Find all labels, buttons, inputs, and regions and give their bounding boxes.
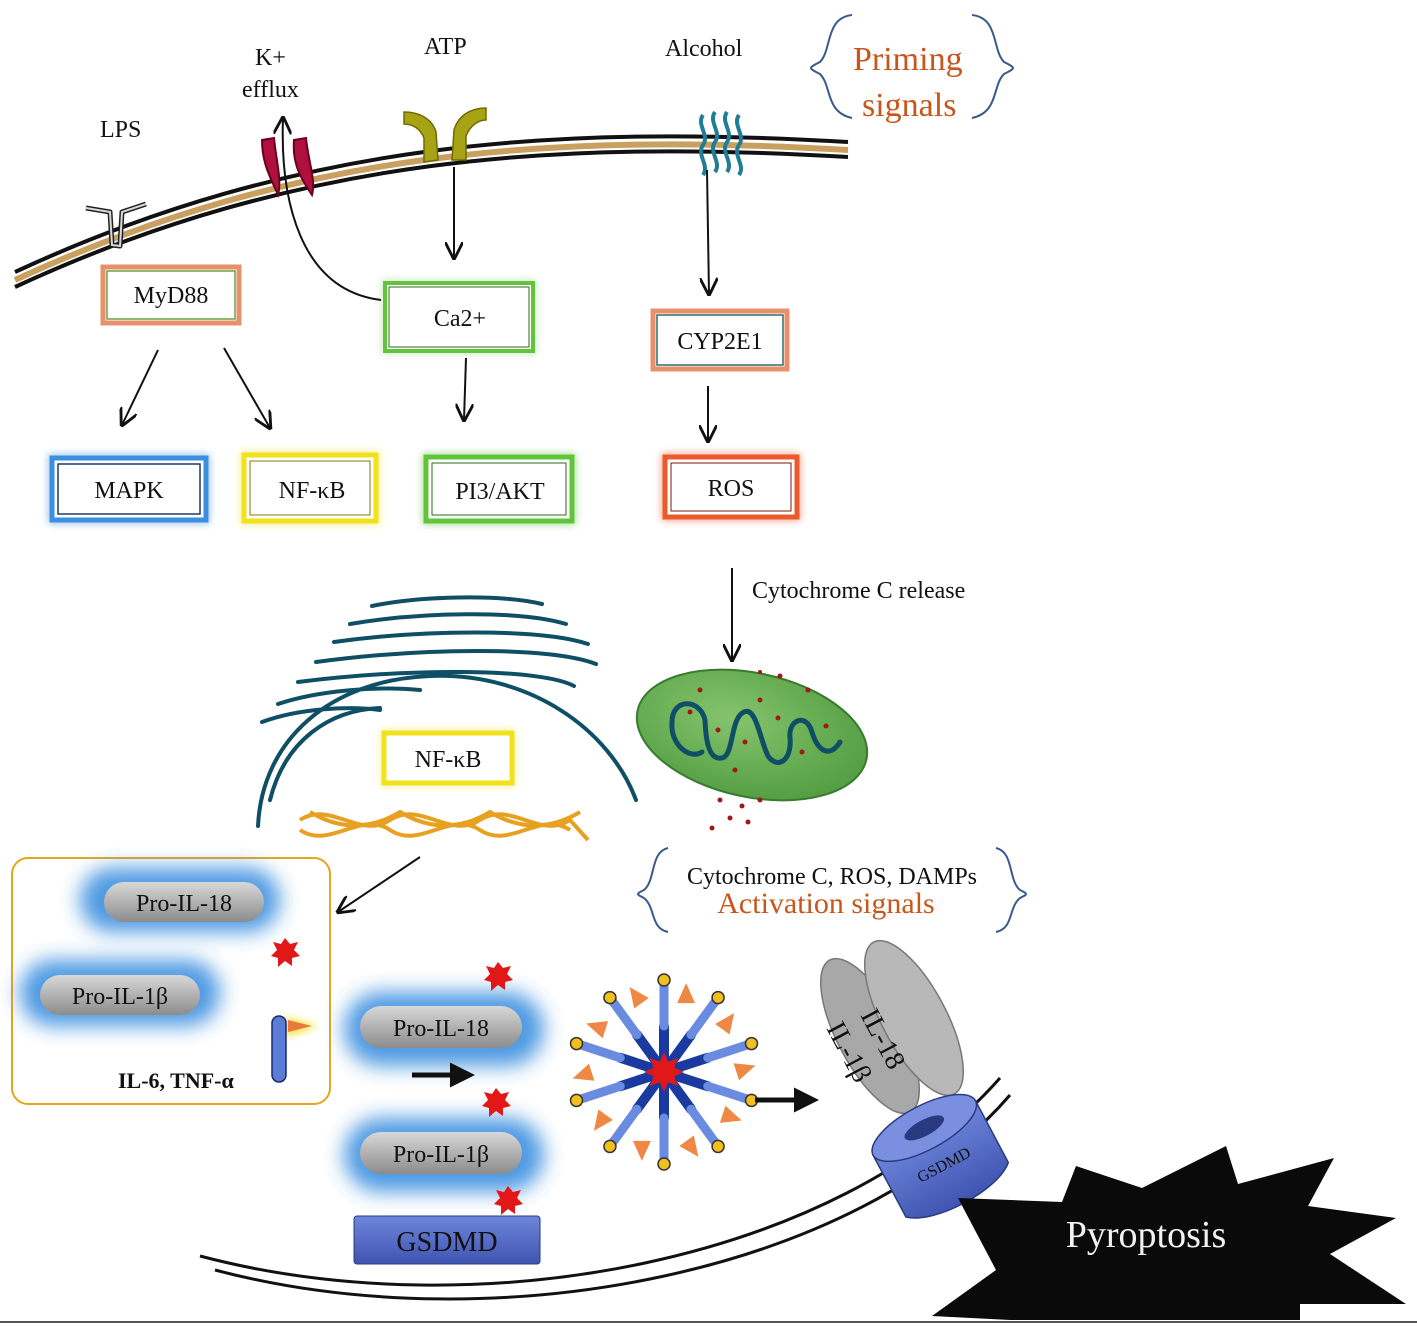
priming-label-line1: Priming (853, 41, 963, 78)
tlr-receptor-icon (85, 201, 147, 249)
pro-cytokine-stack: Pro-IL-18 Pro-IL-1β GSDMD (344, 962, 544, 1265)
atp-label: ATP (424, 34, 467, 60)
inflammasome-knob (603, 990, 617, 1005)
inflammasome-spoke-outer (703, 1081, 756, 1105)
inflammasome-pyd-triangle (719, 1105, 742, 1123)
myd88-label: MyD88 (134, 283, 209, 309)
myd88-box: MyD88 (100, 264, 242, 326)
gsdmd-bar-label: GSDMD (396, 1227, 497, 1258)
inflammasome-pyd-triangle (572, 1063, 595, 1081)
mitochondrion-icon (635, 668, 869, 831)
activation-bottom-label: Activation signals (717, 887, 934, 920)
cytochrome-dots (687, 670, 829, 831)
inflammasome-knob (603, 1139, 617, 1154)
inflammasome-spoke-outer (572, 1081, 625, 1105)
inflammasome-pyd-triangle (593, 1109, 613, 1131)
inflammasome-spoke-outer (686, 1104, 723, 1151)
danger-signal-icon-4 (494, 1186, 523, 1215)
danger-signal-icon (271, 938, 300, 967)
mapk-label: MAPK (94, 478, 164, 504)
activation-top-label: Cytochrome C, ROS, DAMPs (687, 864, 977, 890)
inflammasome-knob (744, 1036, 759, 1051)
pathway-arrows (122, 118, 732, 912)
nfkb-top-label: NF-κB (279, 478, 346, 504)
inflammasome-pyd-triangle (629, 987, 649, 1009)
nlrp3-sensor-icon (271, 1015, 318, 1083)
cyp2e1-label: CYP2E1 (677, 329, 762, 355)
pro-il1b-box-label: Pro-IL-1β (72, 984, 168, 1010)
atp-receptor-icon (403, 107, 487, 163)
mapk-box: MAPK (49, 455, 209, 523)
inflammasome-knob (657, 1157, 671, 1171)
inflammasome-spoke-outer (686, 993, 723, 1040)
inflammasome-pyd-triangle (632, 1140, 651, 1161)
inflammasome-knob (711, 1139, 725, 1154)
inflammasome-spoke-outer (605, 1104, 642, 1151)
priming-label-line2: signals (862, 87, 956, 124)
inflammasome-core (644, 1052, 684, 1092)
pi3akt-box: PI3/AKT (423, 454, 575, 524)
priming-signals-brace (810, 14, 1014, 119)
pyroptosis-burst: Pyroptosis (932, 1146, 1406, 1320)
gsdmd-pore-icon: IL-18 IL-1β GSDMD (820, 939, 1010, 1219)
alcohol-channel-icon (699, 110, 743, 177)
cyp2e1-box: CYP2E1 (650, 308, 790, 372)
lps-label: LPS (100, 117, 141, 143)
inflammasome-pyd-triangle (733, 1063, 756, 1081)
ca2-box: Ca2+ (383, 281, 535, 353)
inflammasome-knob (569, 1036, 584, 1051)
k-efflux-label-line2: efflux (242, 77, 299, 103)
ros-label: ROS (708, 476, 755, 502)
cytokine-box: Pro-IL-18 Pro-IL-1β IL-6, TNF-α (11, 857, 331, 1105)
danger-signal-icon-2 (484, 962, 513, 991)
inflammasome-knob (569, 1093, 584, 1108)
ca2-label: Ca2+ (434, 306, 486, 332)
alcohol-label: Alcohol (665, 36, 743, 62)
inflammasome-complex-icon (569, 973, 759, 1171)
dna-helix-icon (298, 809, 590, 842)
inflammasome-spoke-outer (572, 1039, 625, 1063)
inflammasome-pyd-triangle (677, 983, 696, 1004)
pro-il18-mid-label: Pro-IL-18 (393, 1016, 489, 1042)
nfkb-nucleus-label: NF-κB (415, 747, 482, 773)
ros-box: ROS (662, 454, 800, 520)
nfkb-nucleus-box: NF-κB (381, 730, 515, 786)
inflammasome-pyd-triangle (679, 1135, 699, 1157)
inflammasome-knob (711, 990, 725, 1005)
nfkb-top-box: NF-κB (241, 452, 379, 524)
endoplasmic-reticulum-icon (256, 595, 638, 828)
activation-signals-brace (637, 847, 1027, 933)
k-efflux-label-line1: K+ (255, 45, 286, 71)
potassium-channel-icon (260, 136, 315, 199)
bottom-cell-membrane (199, 1077, 1012, 1301)
pro-il1b-mid-label: Pro-IL-1β (393, 1142, 489, 1168)
pyroptosis-label: Pyroptosis (1066, 1214, 1226, 1256)
inflammasome-knob (657, 973, 671, 987)
il6-tnf-label: IL-6, TNF-α (118, 1068, 234, 1093)
inflammasome-spoke-outer (703, 1039, 756, 1063)
danger-signal-icon-3 (482, 1088, 511, 1117)
inflammasome-pyd-triangle (715, 1013, 735, 1035)
inflammasome-pyd-triangle (586, 1021, 609, 1039)
inflammasome-spoke-outer (605, 993, 642, 1040)
pi3akt-label: PI3/AKT (455, 479, 545, 505)
pro-il18-box-label: Pro-IL-18 (136, 891, 232, 917)
cytochrome-release-label: Cytochrome C release (752, 578, 965, 604)
